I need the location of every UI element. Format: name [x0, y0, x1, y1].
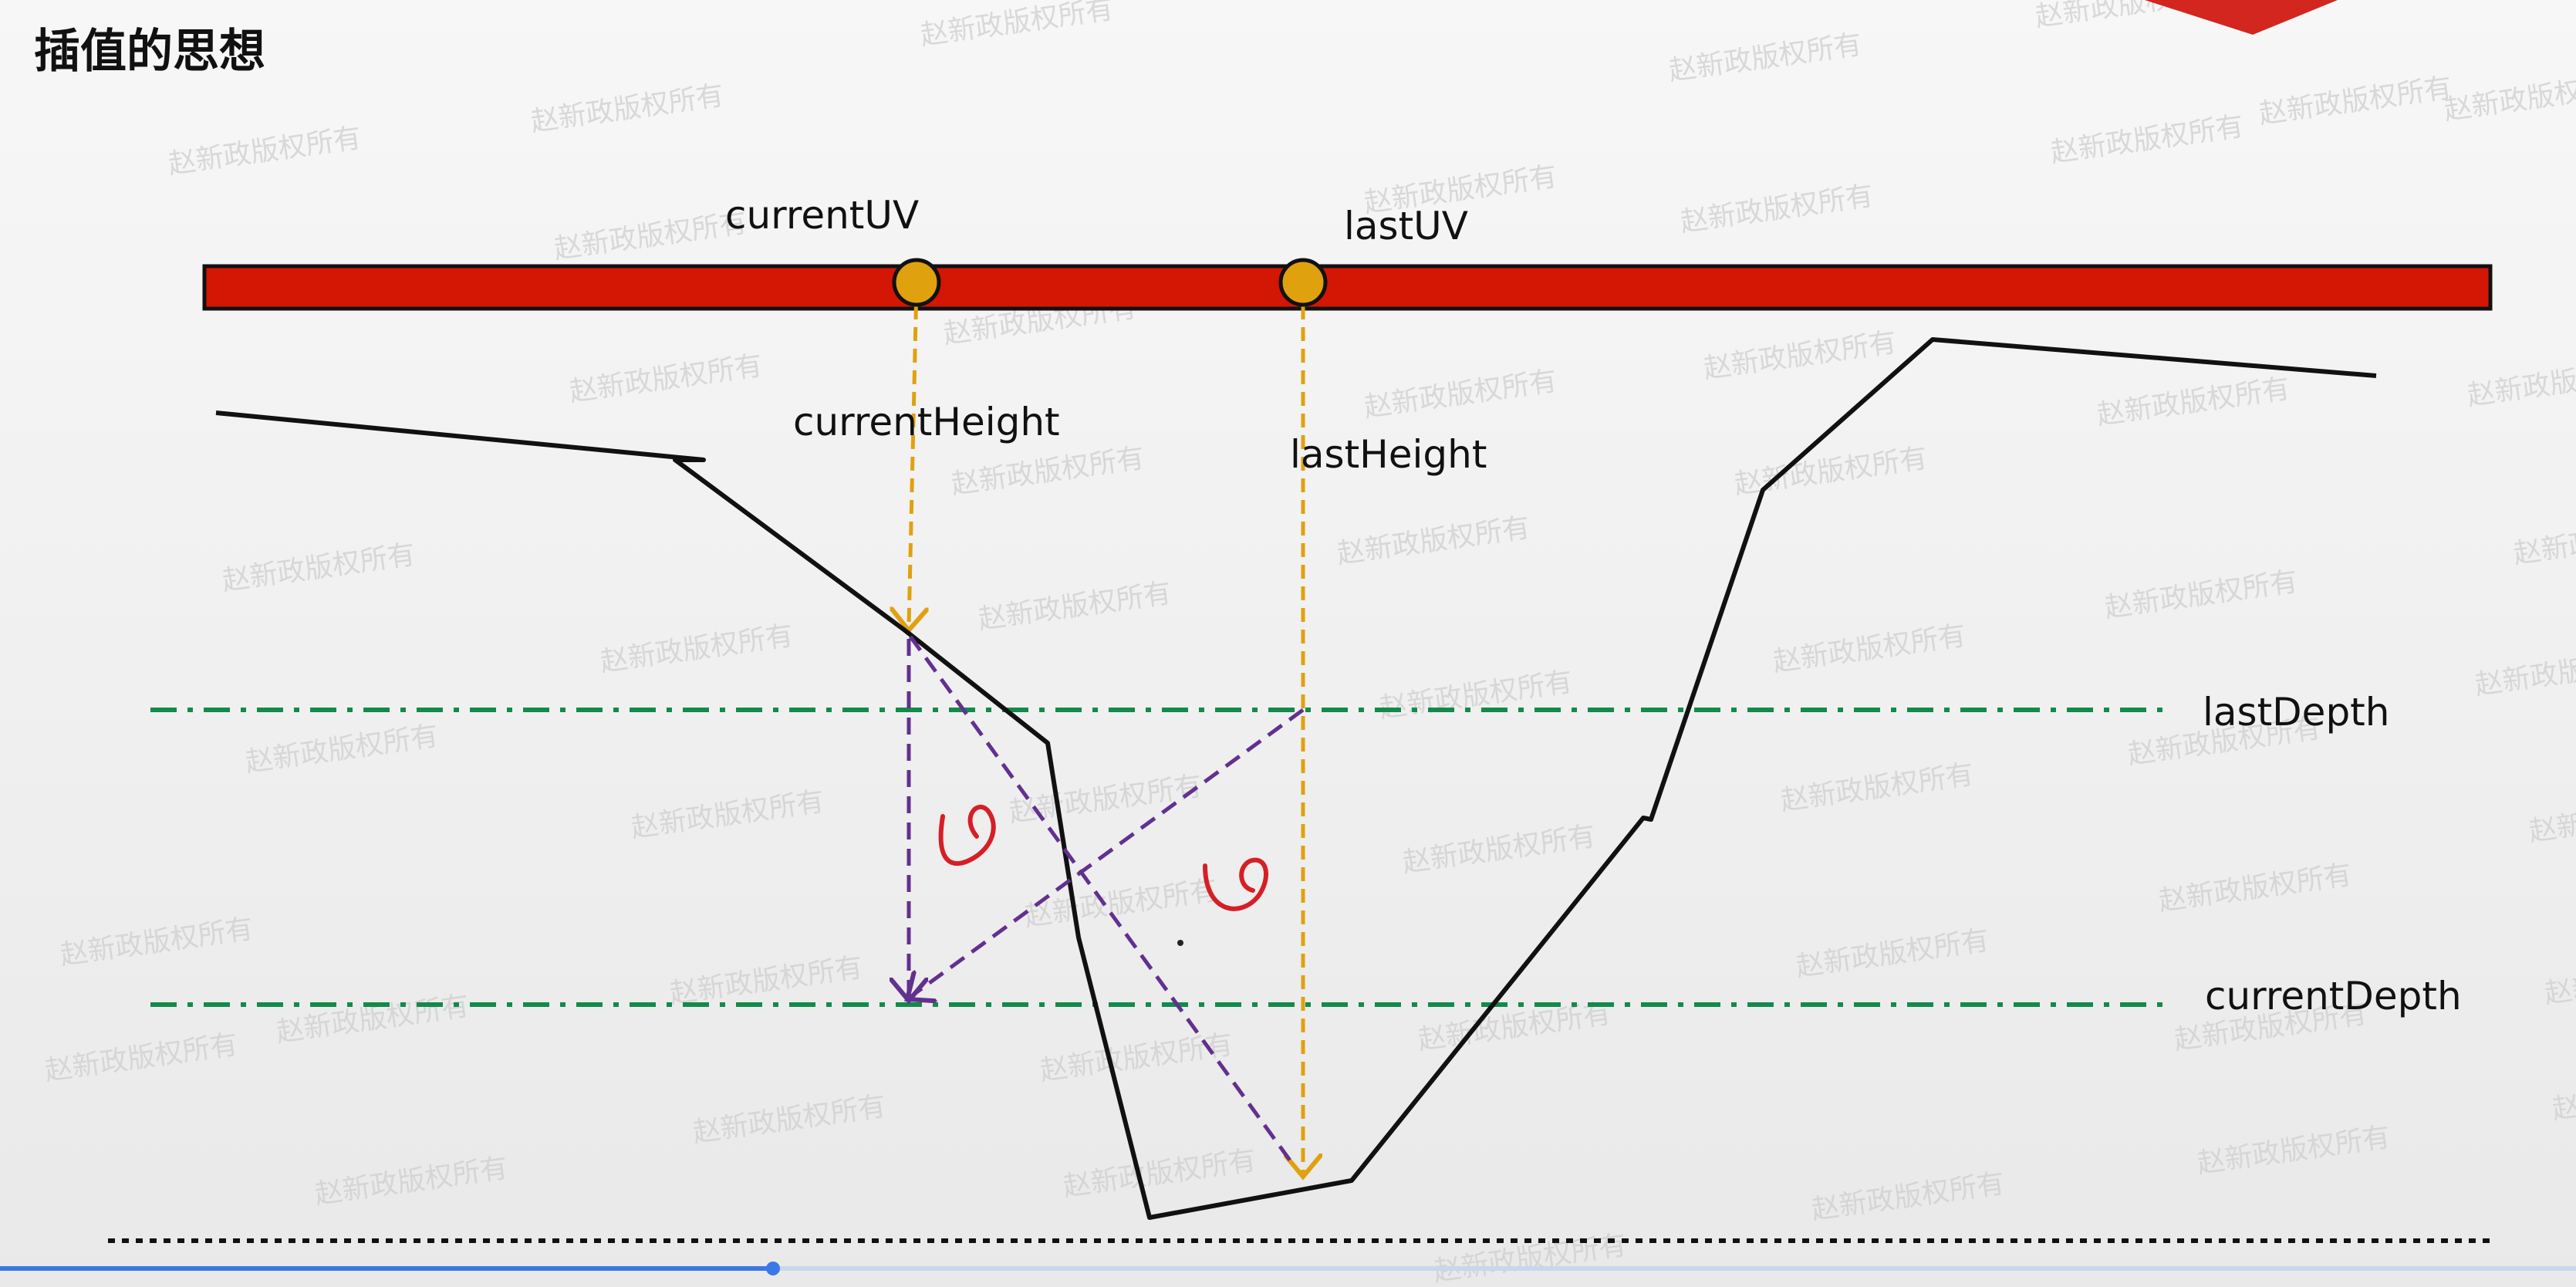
u-marker-left	[938, 804, 996, 866]
height-profile	[215, 337, 2377, 1220]
watermark-text: 赵新政版权所有	[2103, 566, 2300, 624]
watermark-text: 赵新政版权所有	[2473, 643, 2576, 701]
watermark-text: 赵新政版权所有	[1779, 758, 1976, 817]
watermark-text: 赵新政版权所有	[1810, 1167, 2007, 1226]
watermark-text: 赵新政版权所有	[2527, 789, 2576, 848]
watermark-text: 赵新政版权所有	[2257, 72, 2454, 130]
video-progress-bar[interactable]	[0, 1262, 2576, 1275]
watermark-text: 赵新政版权所有	[2049, 110, 2246, 169]
watermark-text: 赵新政版权所有	[2196, 1121, 2392, 1180]
watermark-text: 赵新政版权所有	[1038, 1029, 1235, 1087]
watermark-text: 赵新政版权所有	[599, 620, 795, 678]
watermark-text: 赵新政版权所有	[1667, 29, 1864, 87]
watermark-text: 赵新政版权所有	[529, 79, 726, 138]
uv-bar	[202, 264, 2493, 311]
small-dot	[1177, 940, 1183, 946]
last-depth-label: lastDepth	[2203, 690, 2389, 735]
video-progress-fill	[0, 1266, 773, 1271]
watermark-text: 赵新政版权所有	[919, 0, 1116, 52]
current-uv-label: currentUV	[725, 193, 919, 238]
watermark-text: 赵新政版权所有	[691, 1090, 888, 1149]
current-depth-label: currentDepth	[2205, 974, 2462, 1018]
watermark-text: 赵新政版权所有	[1702, 326, 1899, 385]
watermark-text: 赵新政版权所有	[59, 913, 255, 971]
watermark-text: 赵新政版权所有	[2443, 68, 2576, 127]
video-progress-thumb[interactable]	[765, 1262, 780, 1275]
watermark-text: 赵新政版权所有	[1023, 874, 1220, 933]
watermark-text: 赵新政版权所有	[1771, 620, 1968, 678]
current-height-label: currentHeight	[793, 400, 1060, 444]
last-uv-label: lastUV	[1344, 204, 1468, 248]
cross-diagonal-arrow	[910, 708, 1305, 997]
watermark-text: 赵新政版权所有	[1362, 365, 1559, 424]
watermark-text: 赵新政版权所有	[1062, 1144, 1258, 1203]
cross-diagonal-line	[908, 635, 1297, 1168]
last-uv-point	[1278, 258, 1328, 307]
watermark-text: 赵新政版权所有	[2157, 859, 2354, 917]
last-height-label: lastHeight	[1290, 432, 1487, 477]
watermark-text: 赵新政版权所有	[2551, 1067, 2576, 1126]
watermark-text: 赵新政版权所有	[43, 1029, 240, 1087]
watermark-text: 赵新政版权所有	[167, 122, 363, 181]
watermark-text: 赵新政版权所有	[568, 350, 765, 408]
watermark-text: 赵新政版权所有	[2543, 951, 2576, 1010]
current-uv-point	[892, 258, 941, 307]
slide-title: 插值的思想	[34, 25, 265, 79]
watermark-text: 赵新政版权所有	[950, 442, 1146, 501]
watermark-text: 赵新政版权所有	[244, 720, 441, 779]
watermark-text: 赵新政版权所有	[2466, 353, 2576, 412]
corner-shape	[2145, 0, 2338, 35]
watermark-text: 赵新政版权所有	[1335, 512, 1532, 570]
watermark-text: 赵新政版权所有	[275, 990, 471, 1049]
watermark-text: 赵新政版权所有	[2512, 512, 2576, 570]
watermark-text: 赵新政版权所有	[2095, 373, 2292, 431]
watermark-text: 赵新政版权所有	[1008, 770, 1204, 829]
watermark-text: 赵新政版权所有	[552, 207, 749, 265]
watermark-text: 赵新政版权所有	[221, 539, 417, 597]
watermark-text: 赵新政版权所有	[313, 1152, 510, 1211]
watermark-text: 赵新政版权所有	[1794, 924, 1991, 983]
watermark-text: 赵新政版权所有	[1401, 820, 1598, 879]
watermark-text: 赵新政版权所有	[1432, 1229, 1629, 1287]
watermark-text: 赵新政版权所有	[1378, 666, 1575, 725]
watermark-text: 赵新政版权所有	[1679, 180, 1875, 238]
watermark-text: 赵新政版权所有	[977, 577, 1173, 636]
u-marker-right	[1203, 857, 1268, 911]
watermark-text: 赵新政版权所有	[630, 785, 826, 844]
watermark-layer: 赵新政版权所有赵新政版权所有赵新政版权所有赵新政版权所有赵新政版权所有赵新政版权…	[43, 0, 2576, 1287]
watermark-text: 赵新政版权所有	[668, 951, 865, 1010]
current-height-arrow	[909, 283, 917, 627]
